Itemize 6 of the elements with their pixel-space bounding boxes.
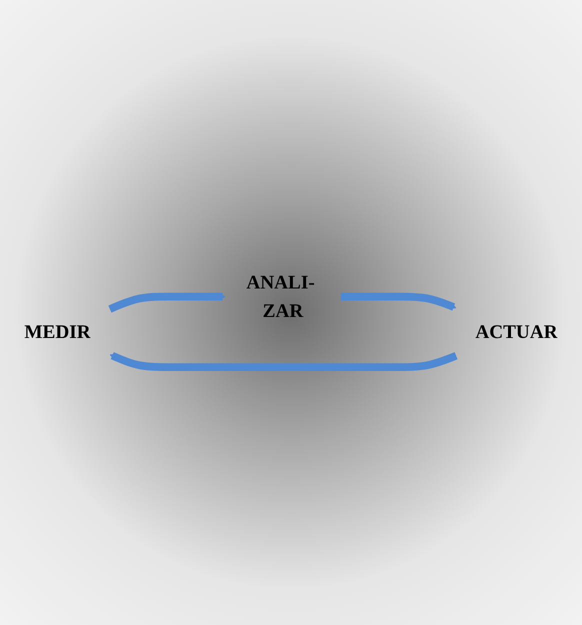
node-text: ACTUAR — [475, 321, 558, 342]
node-text: MEDIR — [24, 321, 91, 342]
arrow — [340, 292, 456, 311]
node-text: ANALI- ZAR — [246, 271, 315, 322]
arrow — [108, 292, 226, 313]
arrow — [110, 352, 458, 371]
